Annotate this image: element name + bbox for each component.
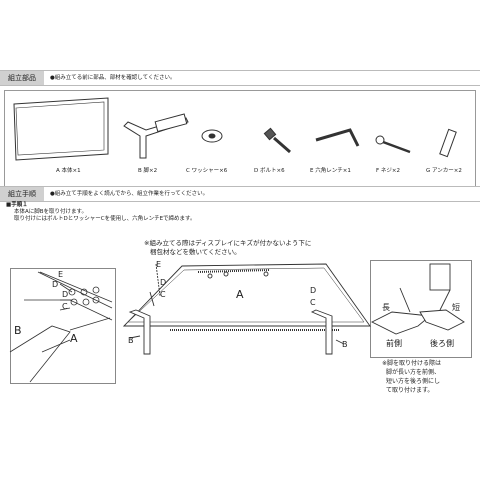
letter-b-center-right: B [342, 340, 348, 349]
display-lying-drawing [122, 263, 371, 355]
bolt-icon [263, 127, 291, 154]
leg-short-label: 短 [452, 303, 460, 312]
assembly-section-note: ●組み立て手順をよく読んでから、組立作業を行ってください。 [50, 191, 209, 197]
right-note-line-4: て取り付けます。 [386, 387, 434, 394]
part-a-label: A 本体×1 [56, 168, 81, 174]
part-e-label: E 六角レンチ×1 [310, 168, 351, 174]
step-title: ■手順１ [6, 202, 28, 208]
leg-back-label: 後ろ側 [430, 339, 454, 348]
part-b-label: B 脚×2 [138, 168, 158, 174]
letter-d-left-2: D [62, 290, 69, 299]
leg-front-label: 前側 [386, 339, 402, 348]
letter-a-left: A [70, 332, 78, 345]
screw-icon [375, 135, 411, 154]
part-f-label: F ネジ×2 [376, 168, 401, 174]
right-note-line-3: 短い方を後ろ側にし [386, 378, 441, 385]
letter-e-left: E [58, 270, 64, 279]
step-line-2: 取り付けにはボルトDとワッシャーCを使用し、六角レンチEで締めます。 [14, 216, 196, 222]
letter-b-center-left: B [128, 336, 134, 345]
leg-orientation-drawing [370, 263, 465, 335]
letter-c-left: C [62, 302, 68, 311]
parts-section-note: ●組み立てる前に部品、部材を確認してください。 [50, 75, 176, 81]
parts-section-header: 組立部品 ●組み立てる前に部品、部材を確認してください。 [0, 70, 480, 86]
letter-d-right: D [310, 286, 317, 295]
assembly-section-title: 組立手順 [0, 187, 44, 201]
display-icon [13, 97, 109, 161]
letter-c-right: C [310, 298, 316, 307]
leg-long-label: 長 [382, 303, 390, 312]
anchor-icon [439, 128, 457, 158]
washer-icon [201, 129, 223, 143]
center-note-line-1: ※組み立てる際はディスプレイにキズが付かないよう下に [144, 239, 312, 247]
letter-b-left: B [14, 324, 22, 337]
right-note-line-1: ※脚を取り付ける際は [382, 360, 442, 367]
leg-orientation-panel [370, 260, 472, 358]
leg-icon [123, 113, 189, 159]
part-d-label: D ボルト×6 [254, 168, 285, 174]
hex-wrench-icon [315, 128, 360, 147]
parts-section-title: 組立部品 [0, 71, 44, 85]
step-line-1: 本体Aに脚Bを取り付けます。 [14, 209, 87, 215]
center-note-line-2: 梱包材などを敷いてください。 [150, 248, 241, 256]
right-note-line-2: 脚が長い方を前側、 [386, 369, 441, 376]
letter-a-center: A [236, 288, 244, 301]
detail-drawing [9, 271, 113, 383]
letter-c-center: C [160, 290, 166, 299]
letter-d-left: D [52, 280, 59, 289]
letter-e-center: E [156, 260, 162, 269]
letter-d-center: D [160, 278, 167, 287]
assembly-section-header: 組立手順 ●組み立て手順をよく読んでから、組立作業を行ってください。 [0, 186, 480, 202]
part-c-label: C ワッシャー×6 [186, 168, 228, 174]
part-g-label: G アンカー×2 [426, 168, 462, 174]
detail-panel-left [10, 268, 116, 384]
